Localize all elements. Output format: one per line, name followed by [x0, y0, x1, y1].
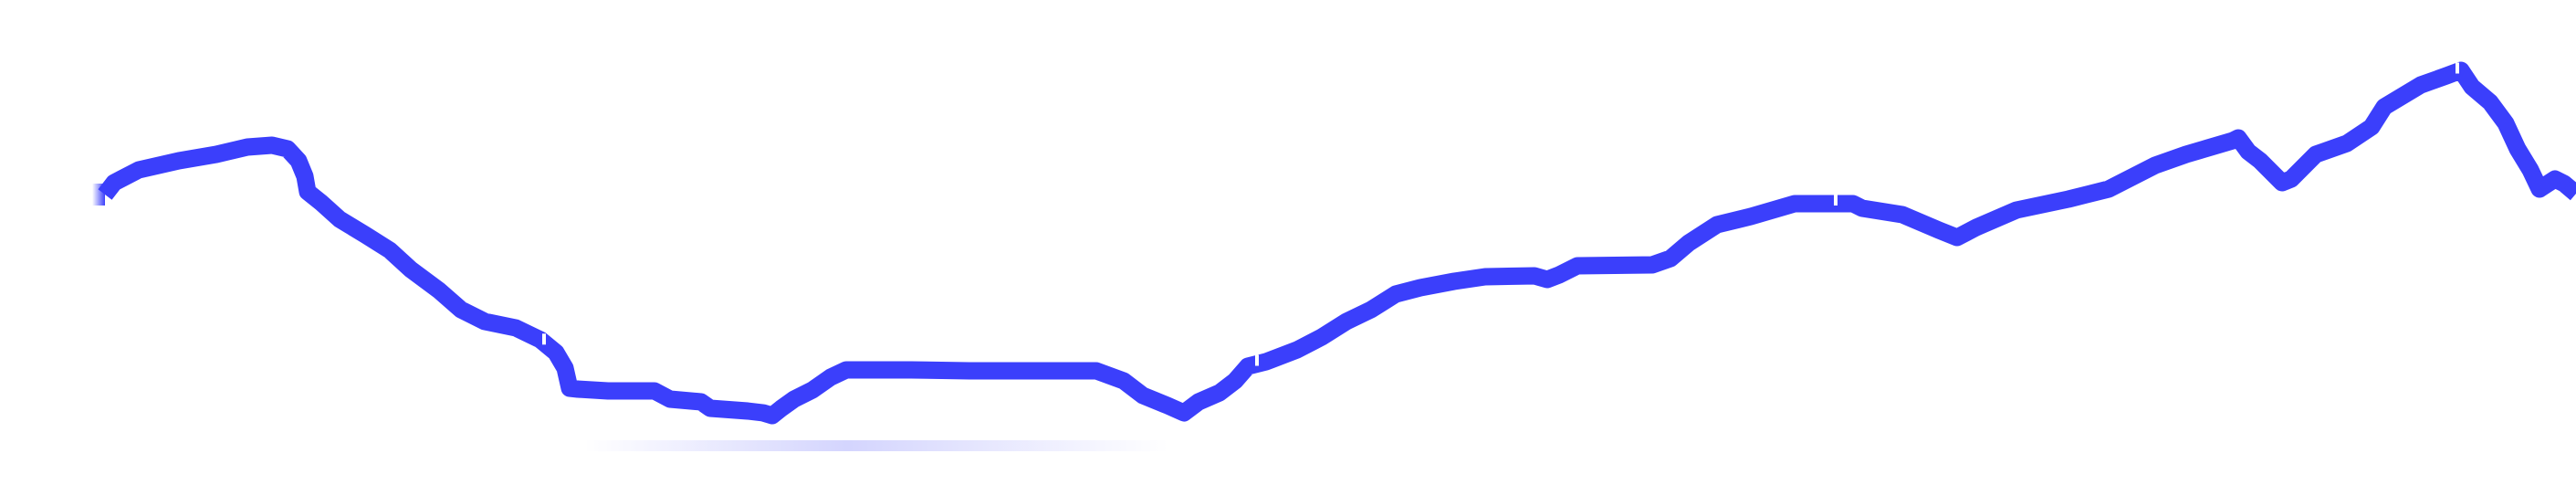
line-marker	[1255, 354, 1259, 366]
line-marker	[2456, 62, 2459, 74]
line-start-fade	[92, 184, 105, 206]
ground-shadow	[584, 440, 1168, 451]
series-line-profile	[98, 61, 2576, 425]
line-marker	[1834, 195, 1838, 206]
series-profile	[92, 61, 2576, 425]
line-marker	[542, 333, 546, 345]
